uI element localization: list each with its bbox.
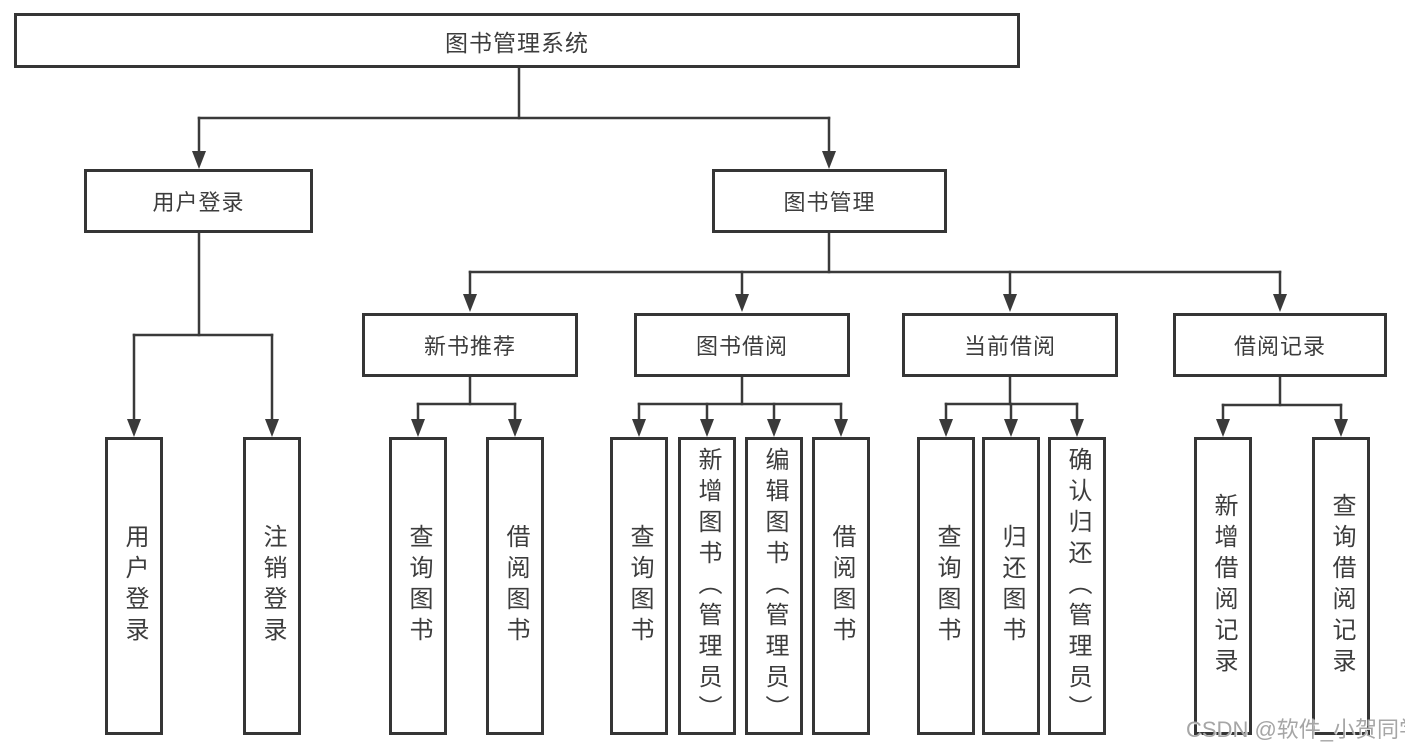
node-label: 查询图书 — [405, 524, 432, 648]
leaf-query-books-current: 查询图书 — [917, 437, 975, 735]
leaf-logout: 注销登录 — [243, 437, 301, 735]
node-label: 确认归还（管理员） — [1064, 446, 1091, 726]
connector-user-login-children — [127, 229, 279, 437]
node-borrow-records: 借阅记录 — [1173, 313, 1387, 377]
leaf-confirm-return-admin: 确认归还（管理员） — [1048, 437, 1106, 735]
node-label: 图书管理 — [783, 190, 876, 215]
leaf-borrow-books-borrow: 借阅图书 — [812, 437, 870, 735]
connector-root-to-level2 — [192, 64, 836, 169]
node-new-book-recommend: 新书推荐 — [362, 313, 578, 377]
node-label: 图书管理系统 — [445, 29, 589, 56]
leaf-query-books-new: 查询图书 — [389, 437, 447, 735]
leaf-add-borrow-record: 新增借阅记录 — [1194, 437, 1252, 735]
node-label: 借阅记录 — [1233, 334, 1326, 359]
node-label: 新书推荐 — [423, 334, 516, 359]
connector-book-management-children — [463, 229, 1287, 312]
node-label: 当前借阅 — [963, 334, 1056, 359]
node-label: 借阅图书 — [502, 524, 529, 648]
node-label: 借阅图书 — [828, 524, 855, 648]
node-book-borrow: 图书借阅 — [634, 313, 850, 377]
leaf-add-book-admin: 新增图书（管理员） — [678, 437, 736, 735]
connector-borrow-record-children — [1216, 375, 1348, 437]
node-label: 用户登录 — [121, 524, 148, 648]
node-label: 用户登录 — [152, 190, 245, 215]
watermark-text: CSDN @软件_小贺同学 — [1186, 717, 1405, 742]
node-user-login: 用户登录 — [84, 169, 313, 233]
connector-current-borrow-children — [939, 375, 1084, 437]
node-label: 新增图书（管理员） — [694, 446, 721, 726]
leaf-edit-book-admin: 编辑图书（管理员） — [745, 437, 803, 735]
leaf-query-borrow-record: 查询借阅记录 — [1312, 437, 1370, 735]
node-library-management-system: 图书管理系统 — [14, 13, 1020, 68]
node-label: 注销登录 — [259, 524, 286, 648]
leaf-return-book: 归还图书 — [982, 437, 1040, 735]
node-current-borrow: 当前借阅 — [902, 313, 1118, 377]
leaf-query-books-borrow: 查询图书 — [610, 437, 668, 735]
leaf-user-login: 用户登录 — [105, 437, 163, 735]
node-book-management: 图书管理 — [712, 169, 947, 233]
node-label: 查询图书 — [933, 524, 960, 648]
node-label: 查询图书 — [626, 524, 653, 648]
node-label: 编辑图书（管理员） — [761, 446, 788, 726]
node-label: 归还图书 — [998, 524, 1025, 648]
connector-book-borrow-children — [632, 375, 848, 437]
node-label: 新增借阅记录 — [1210, 493, 1237, 679]
node-label: 查询借阅记录 — [1328, 493, 1355, 679]
leaf-borrow-books-new: 借阅图书 — [486, 437, 544, 735]
node-label: 图书借阅 — [695, 334, 788, 359]
connector-new-book-children — [411, 375, 522, 437]
